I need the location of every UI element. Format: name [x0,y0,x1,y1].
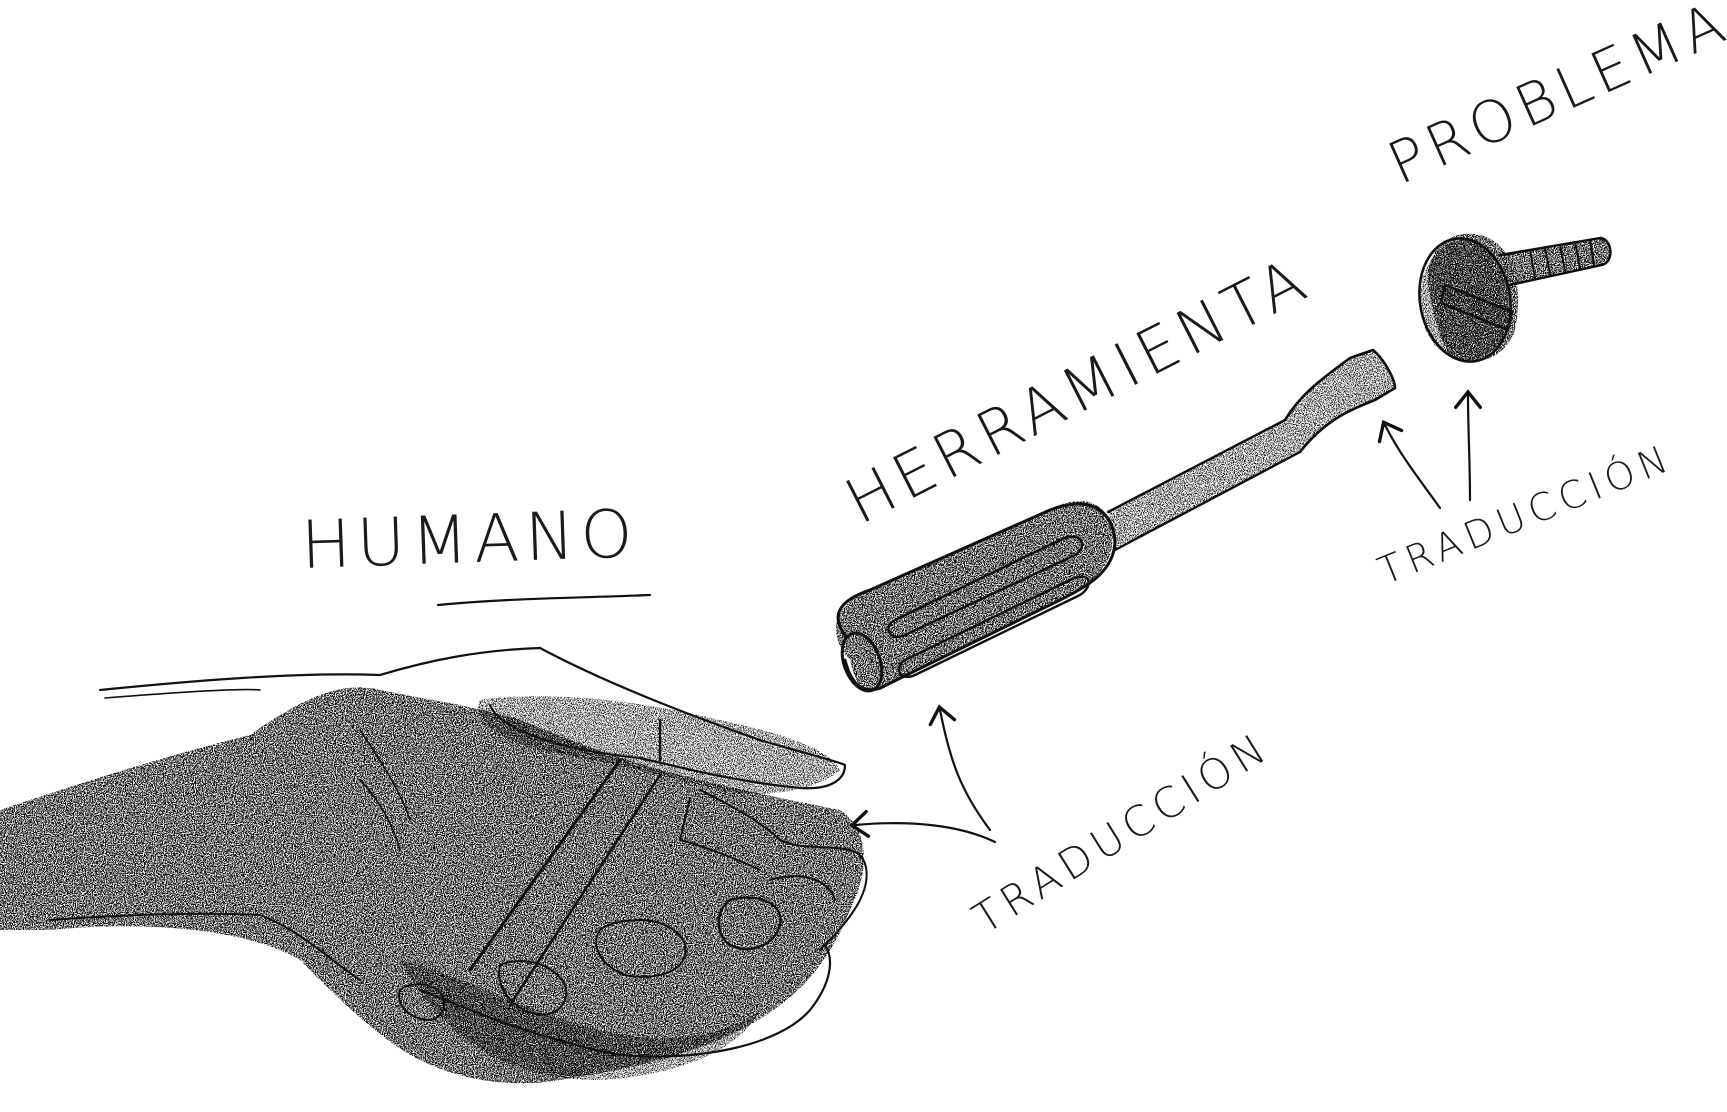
underline-human [436,593,652,607]
label-problem: PROBLEMA [1378,0,1727,198]
arrow-icon [849,389,1483,844]
hand-icon [0,646,868,1084]
label-translation-left: TRADUCCIÓN [964,721,1279,944]
label-tool: HERRAMIENTA [834,241,1322,538]
label-human: HUMANO [300,495,640,584]
screw-icon [1418,233,1612,363]
screwdriver-icon [836,348,1397,693]
label-translation-right: TRADUCCIÓN [1372,435,1679,593]
